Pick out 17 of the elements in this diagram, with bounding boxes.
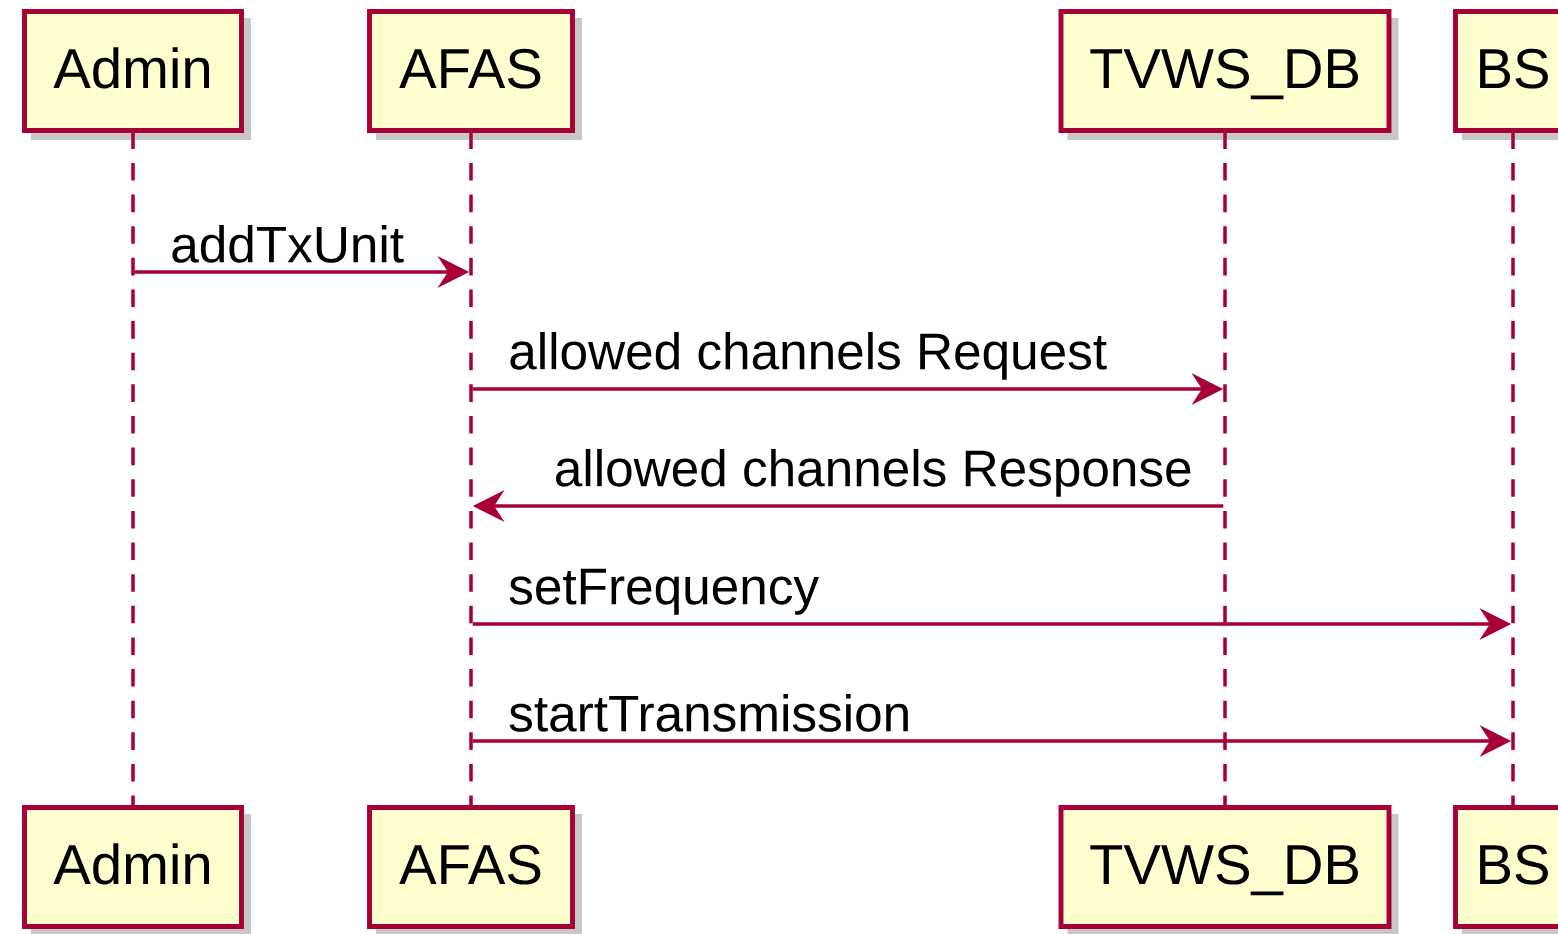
participant-box: AFAS	[367, 805, 582, 934]
lifeline	[131, 131, 135, 806]
lifeline	[469, 131, 473, 806]
participant-box: TVWS_DB	[1058, 805, 1399, 934]
message-label: allowed channels Request	[510, 331, 1107, 380]
participant-box: AFAS	[367, 9, 582, 140]
lifeline	[1511, 131, 1515, 806]
participant-box: BS	[1453, 9, 1558, 140]
message-label: startTransmission	[509, 694, 908, 732]
participant-box: BS	[1453, 805, 1558, 934]
participant-box: TVWS_DB	[1058, 9, 1399, 140]
participant-box: Admin	[22, 805, 251, 934]
participant-box: Admin	[22, 9, 251, 140]
message-label: addTxUnit	[172, 225, 404, 263]
lifeline	[1223, 131, 1227, 806]
message-label: allowed channels Response	[556, 448, 1191, 497]
message-label: setFrequency	[509, 568, 819, 615]
